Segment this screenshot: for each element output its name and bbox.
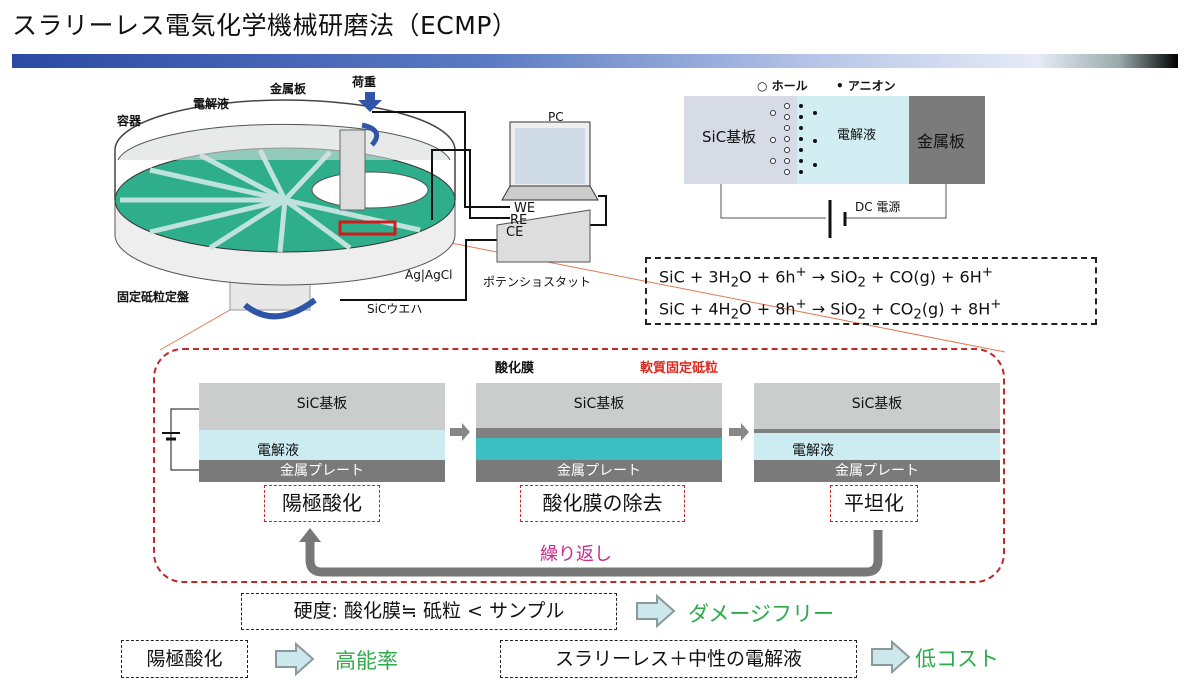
label-container: 容器 — [117, 114, 142, 128]
schematic-metal — [909, 96, 985, 184]
condition-hardness: 硬度: 酸化膜≒ 砥粒 < サンプル — [241, 593, 617, 630]
repeat-arrowhead-icon — [299, 528, 321, 542]
step-oxide-removal: 酸化膜の除去 — [520, 485, 685, 522]
label-re: RE — [510, 213, 528, 228]
result-arrow-icons — [275, 593, 911, 677]
potentiostat-box — [496, 209, 591, 263]
title-bar — [12, 54, 1178, 68]
hole-markers — [770, 103, 790, 175]
highlight-box — [338, 220, 397, 236]
pc-keyboard — [501, 185, 599, 201]
metal-plate-label: 金属プレート — [199, 460, 445, 482]
schematic-sic-label: SiC基板 — [702, 128, 757, 146]
equation-2: SiC + 4H2O + 8h+ → SiO2 + CO2(g) + 8H+ — [659, 297, 1002, 323]
process-panel-oxidation: SiC基板 電解液 金属プレート — [199, 383, 445, 482]
rotation-arrow-icon — [243, 297, 317, 320]
label-wafer: SiCウエハ — [367, 302, 423, 316]
sic-label: SiC基板 — [851, 396, 903, 412]
schematic-electrolyte-label: 電解液 — [837, 128, 877, 143]
load-arrow-icon — [358, 92, 382, 112]
label-fixed-plate: 固定砥粒定盤 — [117, 290, 190, 304]
step-anodic-oxidation: 陽極酸化 — [264, 485, 380, 522]
equation-1: SiC + 3H2O + 6h+ → SiO2 + CO(g) + 6H+ — [659, 265, 993, 291]
legend-hole: ○ ホール — [757, 79, 808, 93]
dc-power-label: DC 電源 — [855, 200, 901, 214]
label-potentiostat: ポテンショスタット — [483, 275, 592, 289]
condition-anodic: 陽極酸化 — [121, 640, 248, 678]
result-low-cost: 低コスト — [915, 647, 999, 671]
electrolyte-layer — [754, 433, 1000, 463]
wafer-holder — [339, 129, 366, 211]
repeat-label: 繰り返し — [540, 544, 612, 565]
result-damage-free: ダメージフリー — [688, 602, 834, 626]
electrolyte-layer — [199, 430, 445, 460]
label-ref-electrode: Ag|AgCl — [405, 268, 453, 282]
label-we: WE — [514, 201, 536, 216]
result-high-efficiency: 高能率 — [335, 649, 398, 673]
anion-markers — [799, 104, 817, 174]
equation-box: SiC + 3H2O + 6h+ → SiO2 + CO(g) + 6H+ Si… — [645, 257, 1097, 325]
next-arrow-icon — [729, 423, 749, 441]
label-load: 荷重 — [352, 75, 377, 89]
sic-label: SiC基板 — [296, 396, 348, 412]
legend-anion: • アニオン — [836, 79, 896, 93]
label-metal-plate: 金属板 — [270, 82, 307, 96]
process-cycle-frame — [153, 348, 1005, 583]
schematic-sic — [684, 96, 797, 184]
electrolyte-label: 電解液 — [257, 443, 299, 459]
schematic-metal-label: 金属板 — [917, 132, 966, 151]
next-arrow-icon — [450, 423, 470, 441]
electrolyte-label: 電解液 — [792, 443, 834, 459]
metal-plate-label: 金属プレート — [754, 460, 1000, 482]
step-flattening: 平坦化 — [830, 485, 918, 522]
soft-abrasive-label: 軟質固定砥粒 — [640, 361, 719, 376]
abrasive-layer — [476, 438, 722, 460]
label-electrolyte: 電解液 — [193, 97, 230, 111]
process-panel-flattening: SiC基板 電解液 金属プレート — [754, 383, 1000, 482]
oxide-layer — [476, 428, 722, 438]
oxide-film-label: 酸化膜 — [495, 361, 535, 376]
label-pc: PC — [548, 110, 564, 124]
process-panel-removal: SiC基板 金属プレート — [476, 383, 722, 482]
page-title: スラリーレス電気化学機械研磨法（ECMP） — [12, 11, 518, 40]
label-ce: CE — [506, 225, 524, 240]
repeat-arrow — [305, 530, 883, 577]
rotation-arrow-icon — [361, 122, 380, 147]
metal-plate-label: 金属プレート — [476, 460, 722, 482]
sic-label: SiC基板 — [573, 396, 625, 412]
condition-slurryless: スラリーレス＋中性の電解液 — [500, 640, 857, 678]
